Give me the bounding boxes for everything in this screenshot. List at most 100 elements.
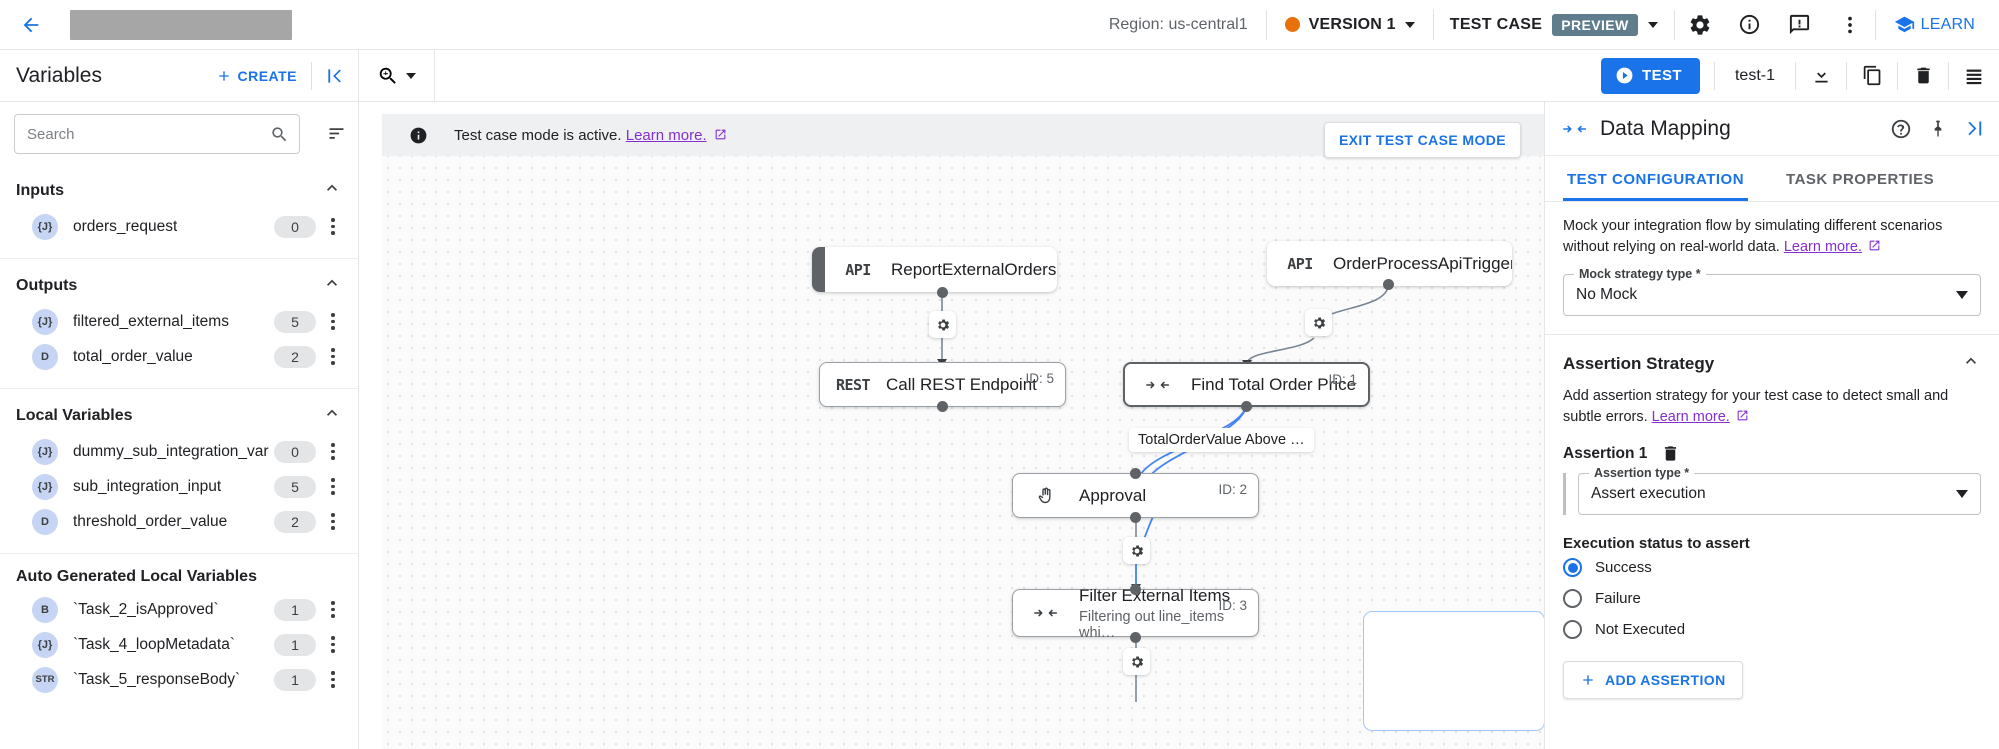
feedback-icon[interactable]: [1775, 2, 1825, 48]
edge-gear-icon[interactable]: [1305, 309, 1332, 336]
mock-description: Mock your integration flow by simulating…: [1563, 216, 1981, 258]
learn-button[interactable]: LEARN: [1876, 14, 1985, 35]
node-approval[interactable]: Approval ID: 2: [1012, 473, 1259, 518]
info-icon[interactable]: [1725, 2, 1775, 48]
edge-gear-icon[interactable]: [1123, 648, 1150, 675]
variable-type-badge: D: [32, 343, 58, 370]
more-vert-icon[interactable]: [1825, 2, 1875, 48]
add-assertion-button[interactable]: ADD ASSERTION: [1563, 661, 1743, 700]
pin-icon[interactable]: [1928, 119, 1948, 139]
chevron-up-icon[interactable]: [322, 403, 342, 428]
variable-group-title: Outputs: [16, 276, 78, 294]
tab-task-properties[interactable]: TASK PROPERTIES: [1786, 171, 1935, 188]
variable-row[interactable]: STR`Task_5_responseBody`1: [0, 662, 358, 697]
back-arrow-icon[interactable]: [14, 8, 48, 42]
search-input[interactable]: [27, 125, 262, 143]
radio-button[interactable]: [1563, 558, 1582, 578]
selected-node-outline[interactable]: [1363, 611, 1544, 731]
run-test-button[interactable]: TEST: [1601, 57, 1700, 94]
more-vert-icon[interactable]: [320, 601, 346, 618]
exit-test-case-mode-button[interactable]: EXIT TEST CASE MODE: [1323, 122, 1521, 158]
banner-learn-more-link[interactable]: Learn more.: [625, 126, 707, 144]
node-filter-external-items[interactable]: Filter External Items Filtering out line…: [1012, 586, 1259, 641]
sort-icon[interactable]: [314, 111, 358, 155]
mock-learn-more-link[interactable]: Learn more.: [1783, 239, 1863, 256]
more-vert-icon[interactable]: [320, 513, 346, 530]
search-icon: [272, 126, 287, 141]
list-icon[interactable]: [1949, 53, 1999, 99]
edge-gear-icon[interactable]: [1123, 537, 1150, 564]
more-vert-icon[interactable]: [320, 348, 346, 365]
variable-group-header: Local Variables: [0, 389, 358, 434]
assertion-item-label: Assertion 1: [1563, 444, 1648, 462]
create-label: CREATE: [237, 67, 297, 84]
panel-tabs: TEST CONFIGURATION TASK PROPERTIES: [1545, 156, 1999, 202]
delete-icon[interactable]: [1898, 53, 1948, 99]
node-report-external-orders[interactable]: API ReportExternalOrders: [812, 247, 1057, 292]
chevron-up-icon[interactable]: [322, 273, 342, 298]
test-case-name[interactable]: test-1: [1734, 66, 1775, 84]
rest-icon: REST: [835, 375, 871, 394]
tab-test-configuration[interactable]: TEST CONFIGURATION: [1563, 156, 1748, 201]
version-selector[interactable]: VERSION 1: [1267, 16, 1433, 34]
variable-name: dummy_sub_integration_var: [73, 442, 269, 460]
variables-title: Variables: [16, 63, 102, 87]
more-vert-icon[interactable]: [320, 443, 346, 460]
edge-condition-label[interactable]: TotalOrderValue Above …: [1129, 428, 1314, 452]
search-box[interactable]: [14, 114, 300, 154]
radio-label: Success: [1595, 559, 1652, 577]
more-vert-icon[interactable]: [320, 218, 346, 235]
copy-icon[interactable]: [1847, 53, 1897, 99]
mock-strategy-select[interactable]: Mock strategy type * No Mock: [1563, 267, 1981, 317]
more-vert-icon[interactable]: [320, 671, 346, 688]
collapse-left-icon[interactable]: [312, 66, 358, 86]
collapse-right-icon[interactable]: [1964, 118, 1985, 139]
radio-option-success[interactable]: Success: [1545, 552, 1999, 583]
data-mapping-icon: [1013, 604, 1079, 622]
radio-button[interactable]: [1563, 589, 1582, 609]
more-vert-icon[interactable]: [320, 313, 346, 330]
variable-row[interactable]: {J}`Task_4_loopMetadata`1: [0, 627, 358, 662]
chevron-up-icon[interactable]: [1961, 351, 1981, 376]
page-title-redacted: [70, 9, 292, 40]
more-vert-icon[interactable]: [320, 636, 346, 653]
divider: [1846, 61, 1847, 90]
radio-option-failure[interactable]: Failure: [1545, 583, 1999, 614]
node-port: [1130, 468, 1141, 479]
assertion-learn-more-link[interactable]: Learn more.: [1651, 409, 1730, 426]
divider: [1795, 61, 1796, 90]
node-call-rest-endpoint[interactable]: REST Call REST Endpoint ID: 5: [819, 362, 1066, 407]
help-icon[interactable]: [1890, 118, 1912, 140]
create-variable-button[interactable]: CREATE: [202, 68, 311, 84]
variable-group-header: Inputs: [0, 164, 358, 209]
edge-gear-icon[interactable]: [929, 311, 956, 338]
radio-option-not-executed[interactable]: Not Executed: [1545, 614, 1999, 645]
more-vert-icon[interactable]: [320, 478, 346, 495]
variable-type-badge: {J}: [32, 438, 58, 465]
chevron-down-icon: [1647, 21, 1658, 28]
variable-type-badge: STR: [32, 666, 58, 693]
node-order-process-api-trigger[interactable]: API OrderProcessApiTrigger: [1267, 241, 1512, 286]
variable-count-badge: 1: [274, 633, 316, 656]
download-icon[interactable]: [1796, 53, 1846, 99]
delete-icon[interactable]: [1661, 444, 1680, 463]
node-id: ID: 3: [1218, 598, 1247, 613]
zoom-control[interactable]: [359, 50, 435, 101]
variable-row[interactable]: B`Task_2_isApproved`1: [0, 592, 358, 627]
chevron-up-icon[interactable]: [322, 178, 342, 203]
flow-canvas[interactable]: Test case mode is active. Learn more. EX…: [359, 102, 1544, 749]
test-case-selector[interactable]: TEST CASE PREVIEW: [1434, 13, 1674, 36]
assertion-type-select[interactable]: Assertion type * Assert execution: [1578, 466, 1981, 516]
gear-icon[interactable]: [1675, 2, 1725, 48]
radio-label: Failure: [1595, 590, 1641, 608]
radio-button[interactable]: [1563, 620, 1582, 640]
divider: [1874, 9, 1876, 40]
